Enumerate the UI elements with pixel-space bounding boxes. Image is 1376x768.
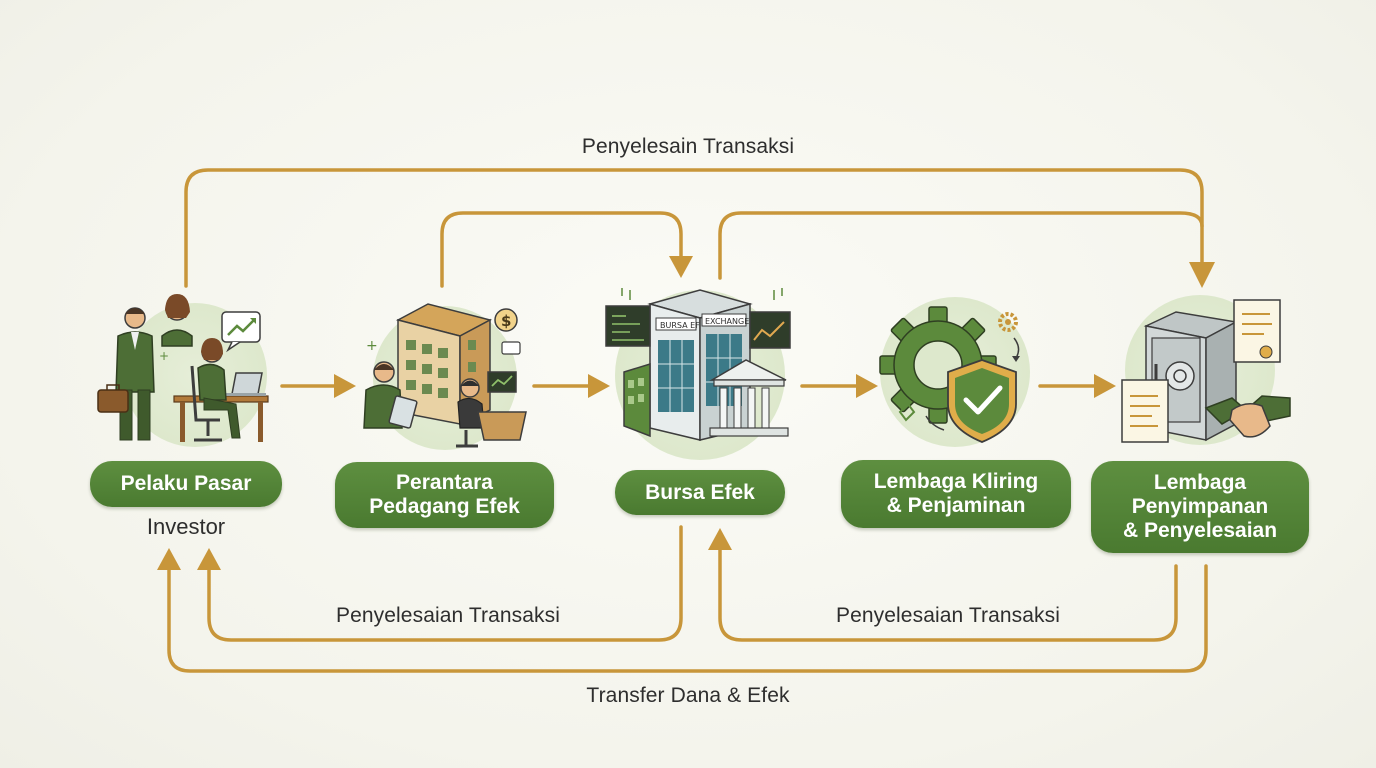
svg-text:$: $ xyxy=(501,312,511,330)
node-penyimpanan-line-2: Penyimpanan xyxy=(1131,495,1269,518)
bottom-transfer-connector xyxy=(167,564,1208,673)
arrowhead-investor-left xyxy=(157,548,181,570)
node-lembaga-penyimpanan: Lembaga Penyimpanan & Penyelesaian xyxy=(1091,461,1309,553)
node-bursa-efek: Bursa Efek xyxy=(615,470,785,515)
top-settlement-label: Penyelesain Transaksi xyxy=(581,135,795,158)
node-kliring-line-2: & Penjaminan xyxy=(886,494,1026,517)
arrowhead-exchange-bottom xyxy=(708,528,732,550)
node-bursa-line-1: Bursa Efek xyxy=(645,480,755,504)
bottom-left-settlement-label: Penyelesaian Transaksi xyxy=(336,604,560,627)
broker-to-exchange-connector xyxy=(440,211,683,288)
node-perantara-line-1: Perantara xyxy=(396,471,493,494)
vault-handshake-icon xyxy=(1121,299,1291,443)
node-penyimpanan-line-3: & Penyelesaian xyxy=(1122,519,1278,542)
node-pelaku-pasar-line-1: Pelaku Pasar xyxy=(120,472,252,495)
fund-transfer-label: Transfer Dana & Efek xyxy=(586,684,790,707)
top-loop-connector xyxy=(184,168,1204,288)
arrowhead-depository-top xyxy=(1189,262,1215,288)
node-pelaku-pasar: Pelaku Pasar xyxy=(90,461,282,507)
broker-office-icon: $ + xyxy=(363,303,527,448)
node-lembaga-kliring: Lembaga Kliring & Penjaminan xyxy=(841,460,1071,528)
node-perantara-pedagang-efek: Perantara Pedagang Efek xyxy=(335,462,554,528)
svg-text:+: + xyxy=(159,349,169,363)
arrowhead-flow-3 xyxy=(856,374,878,398)
exchange-sign-left: BURSA EF xyxy=(660,321,700,330)
node-penyimpanan-line-1: Lembaga xyxy=(1153,471,1247,494)
arrowhead-flow-1 xyxy=(334,374,356,398)
exchange-to-depository-connector xyxy=(718,211,1204,280)
exchange-sign-right: EXCHANGE xyxy=(705,317,749,326)
node-perantara-line-2: Pedagang Efek xyxy=(369,495,520,518)
bottom-left-return-connector xyxy=(207,525,683,642)
stock-exchange-building-icon: BURSA EF EXCHANGE xyxy=(605,288,791,441)
node-kliring-line-1: Lembaga Kliring xyxy=(873,470,1039,493)
arrowhead-flow-4 xyxy=(1094,374,1116,398)
bottom-right-return-connector xyxy=(718,543,1178,642)
investor-label: Investor xyxy=(146,514,226,539)
bottom-right-settlement-label: Penyelesaian Transaksi xyxy=(836,604,1060,627)
investors-icon: + xyxy=(97,294,269,442)
arrowhead-exchange-top xyxy=(669,256,693,278)
gear-shield-icon xyxy=(879,306,1020,443)
arrowhead-flow-2 xyxy=(588,374,610,398)
arrowhead-investor-right xyxy=(197,548,221,570)
svg-text:+: + xyxy=(366,338,378,354)
